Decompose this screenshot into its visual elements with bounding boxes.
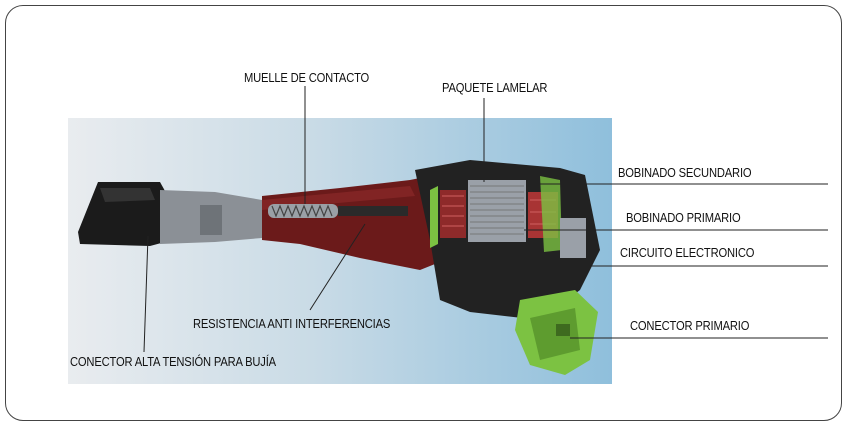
label-muelle-de-contacto: MUELLE DE CONTACTO bbox=[244, 70, 370, 85]
diagram-frame bbox=[5, 5, 842, 421]
label-conector-primario: CONECTOR PRIMARIO bbox=[630, 318, 750, 333]
label-resistencia: RESISTENCIA ANTI INTERFERENCIAS bbox=[193, 316, 391, 331]
label-bobinado-secundario: BOBINADO SECUNDARIO bbox=[618, 165, 752, 180]
label-paquete-lamelar: PAQUETE LAMELAR bbox=[442, 80, 548, 95]
leader-resistencia bbox=[309, 223, 366, 311]
label-circuito-electronico: CIRCUITO ELECTRONICO bbox=[620, 245, 755, 260]
label-conector-alta-tension: CONECTOR ALTA TENSIÓN PARA BUJÍA bbox=[70, 354, 276, 369]
resistor bbox=[338, 206, 408, 216]
leader-conector-alta bbox=[143, 235, 149, 353]
lamellar-package bbox=[468, 180, 526, 242]
label-bobinado-primario: BOBINADO PRIMARIO bbox=[626, 210, 741, 225]
electronic-circuit bbox=[560, 218, 586, 258]
secondary-winding bbox=[440, 190, 466, 238]
